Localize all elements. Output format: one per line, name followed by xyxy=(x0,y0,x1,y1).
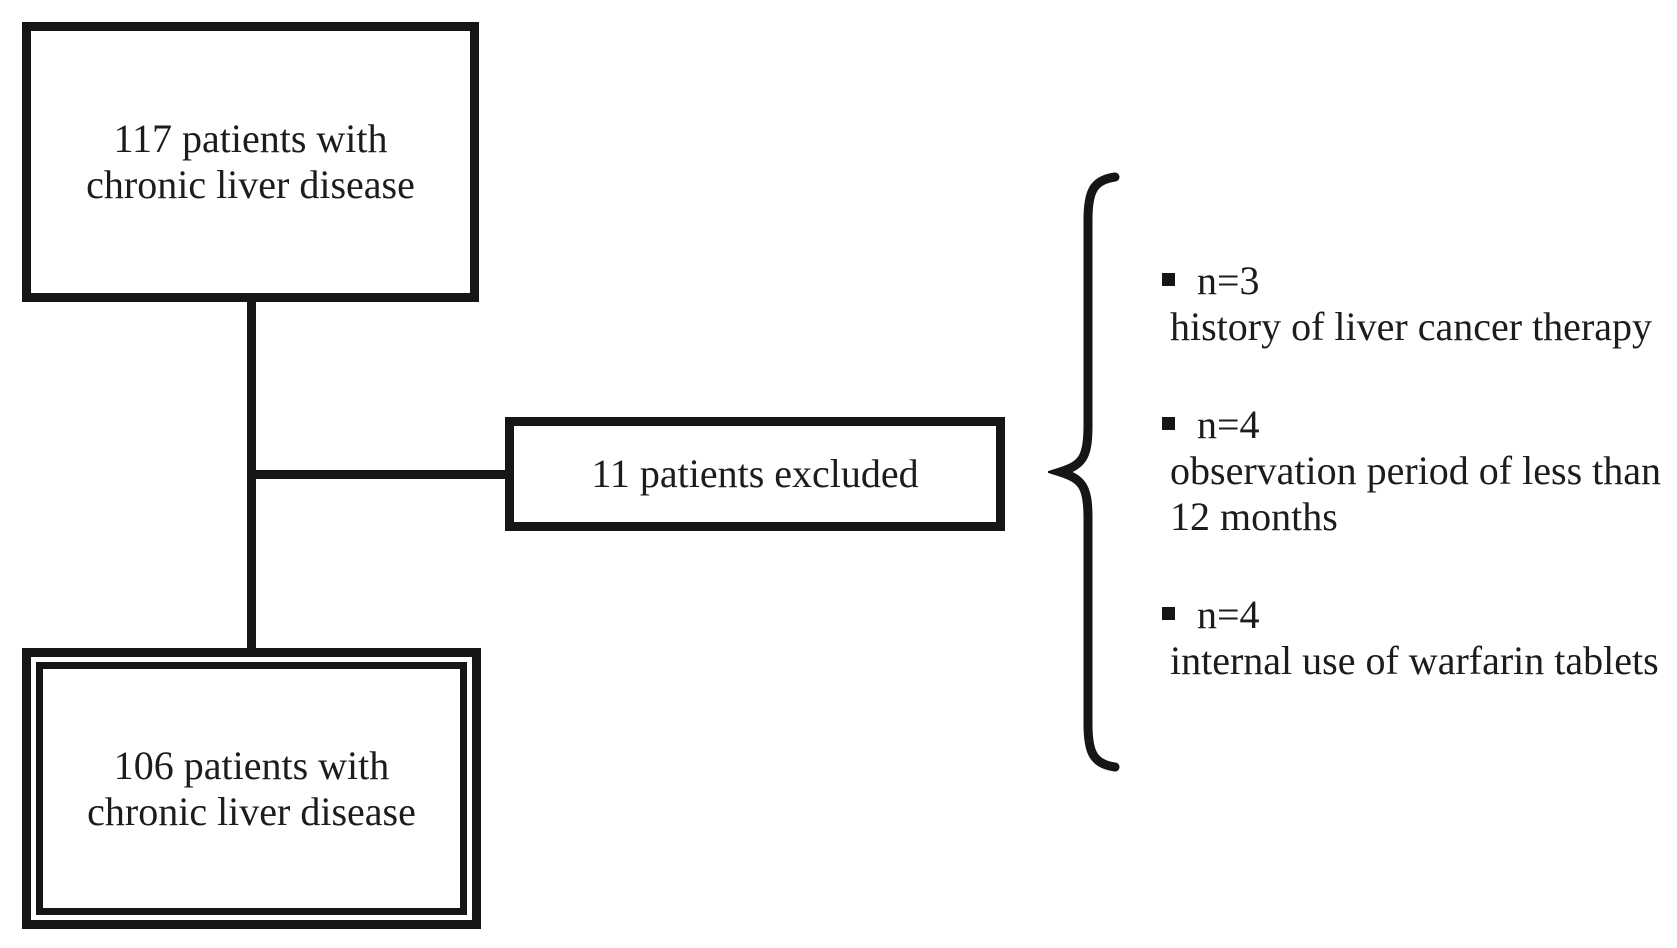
connector-horizontal-line xyxy=(251,470,509,479)
exclusion-reason-count: n=3 xyxy=(1197,258,1260,303)
exclusion-reason-count: n=4 xyxy=(1197,402,1260,447)
exclusion-reason-item: n=3 history of liver cancer therapy xyxy=(1162,258,1677,350)
initial-cohort-line2: chronic liver disease xyxy=(86,162,415,207)
initial-cohort-line1: 117 patients with xyxy=(113,116,388,161)
exclusion-reason-description: observation period of less than 12 month… xyxy=(1170,448,1661,539)
exclusion-reason-item: n=4 observation period of less than 12 m… xyxy=(1162,402,1677,540)
exclusion-reason-count: n=4 xyxy=(1197,592,1260,637)
exclusion-reason-head: n=4 xyxy=(1162,592,1677,638)
final-cohort-box: 106 patients with chronic liver disease xyxy=(22,648,481,929)
initial-cohort-box: 117 patients with chronic liver disease xyxy=(22,22,479,302)
initial-cohort-text: 117 patients with chronic liver disease xyxy=(86,116,415,208)
bullet-icon xyxy=(1162,606,1175,620)
final-cohort-line2: chronic liver disease xyxy=(87,788,416,834)
bullet-icon xyxy=(1162,272,1175,286)
exclusion-reason-head: n=3 xyxy=(1162,258,1677,304)
exclusion-reason-item: n=4 internal use of warfarin tablets xyxy=(1162,592,1677,684)
excluded-patients-box: 11 patients excluded xyxy=(505,417,1005,531)
final-cohort-text: 106 patients with chronic liver disease xyxy=(87,743,416,835)
excluded-patients-label: 11 patients excluded xyxy=(591,451,919,496)
exclusion-reason-description: internal use of warfarin tablets xyxy=(1170,638,1659,683)
final-cohort-line1: 106 patients with xyxy=(113,742,390,788)
exclusion-reason-description: history of liver cancer therapy xyxy=(1170,304,1653,349)
bullet-icon xyxy=(1162,416,1175,430)
exclusion-reason-head: n=4 xyxy=(1162,402,1677,448)
curly-brace-icon xyxy=(1048,172,1120,772)
exclusion-reasons-list: n=3 history of liver cancer therapy n=4 … xyxy=(1162,258,1677,684)
